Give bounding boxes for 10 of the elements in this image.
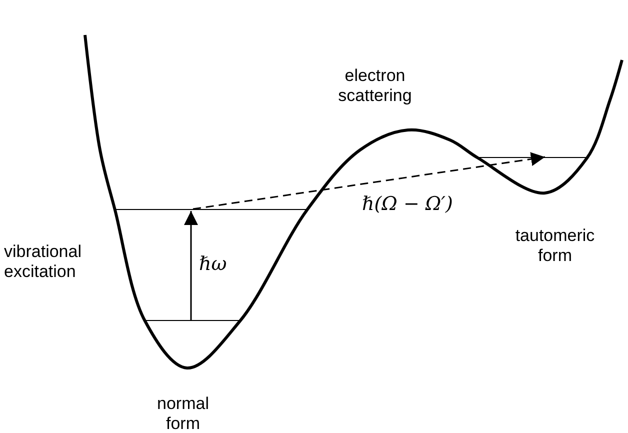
energy-level-line — [115, 209, 307, 210]
energy-level-line — [145, 320, 240, 321]
text-label: vibrational excitation — [4, 242, 82, 282]
arrow — [184, 211, 198, 320]
arrow — [192, 152, 546, 210]
text-label: normal form — [156, 394, 210, 433]
text-label: tautomeric form — [514, 226, 596, 266]
energy-level-line — [478, 157, 587, 158]
edge-label: ℏ(Ω − Ω′) — [362, 193, 453, 215]
text-label: electron scattering — [337, 66, 413, 106]
